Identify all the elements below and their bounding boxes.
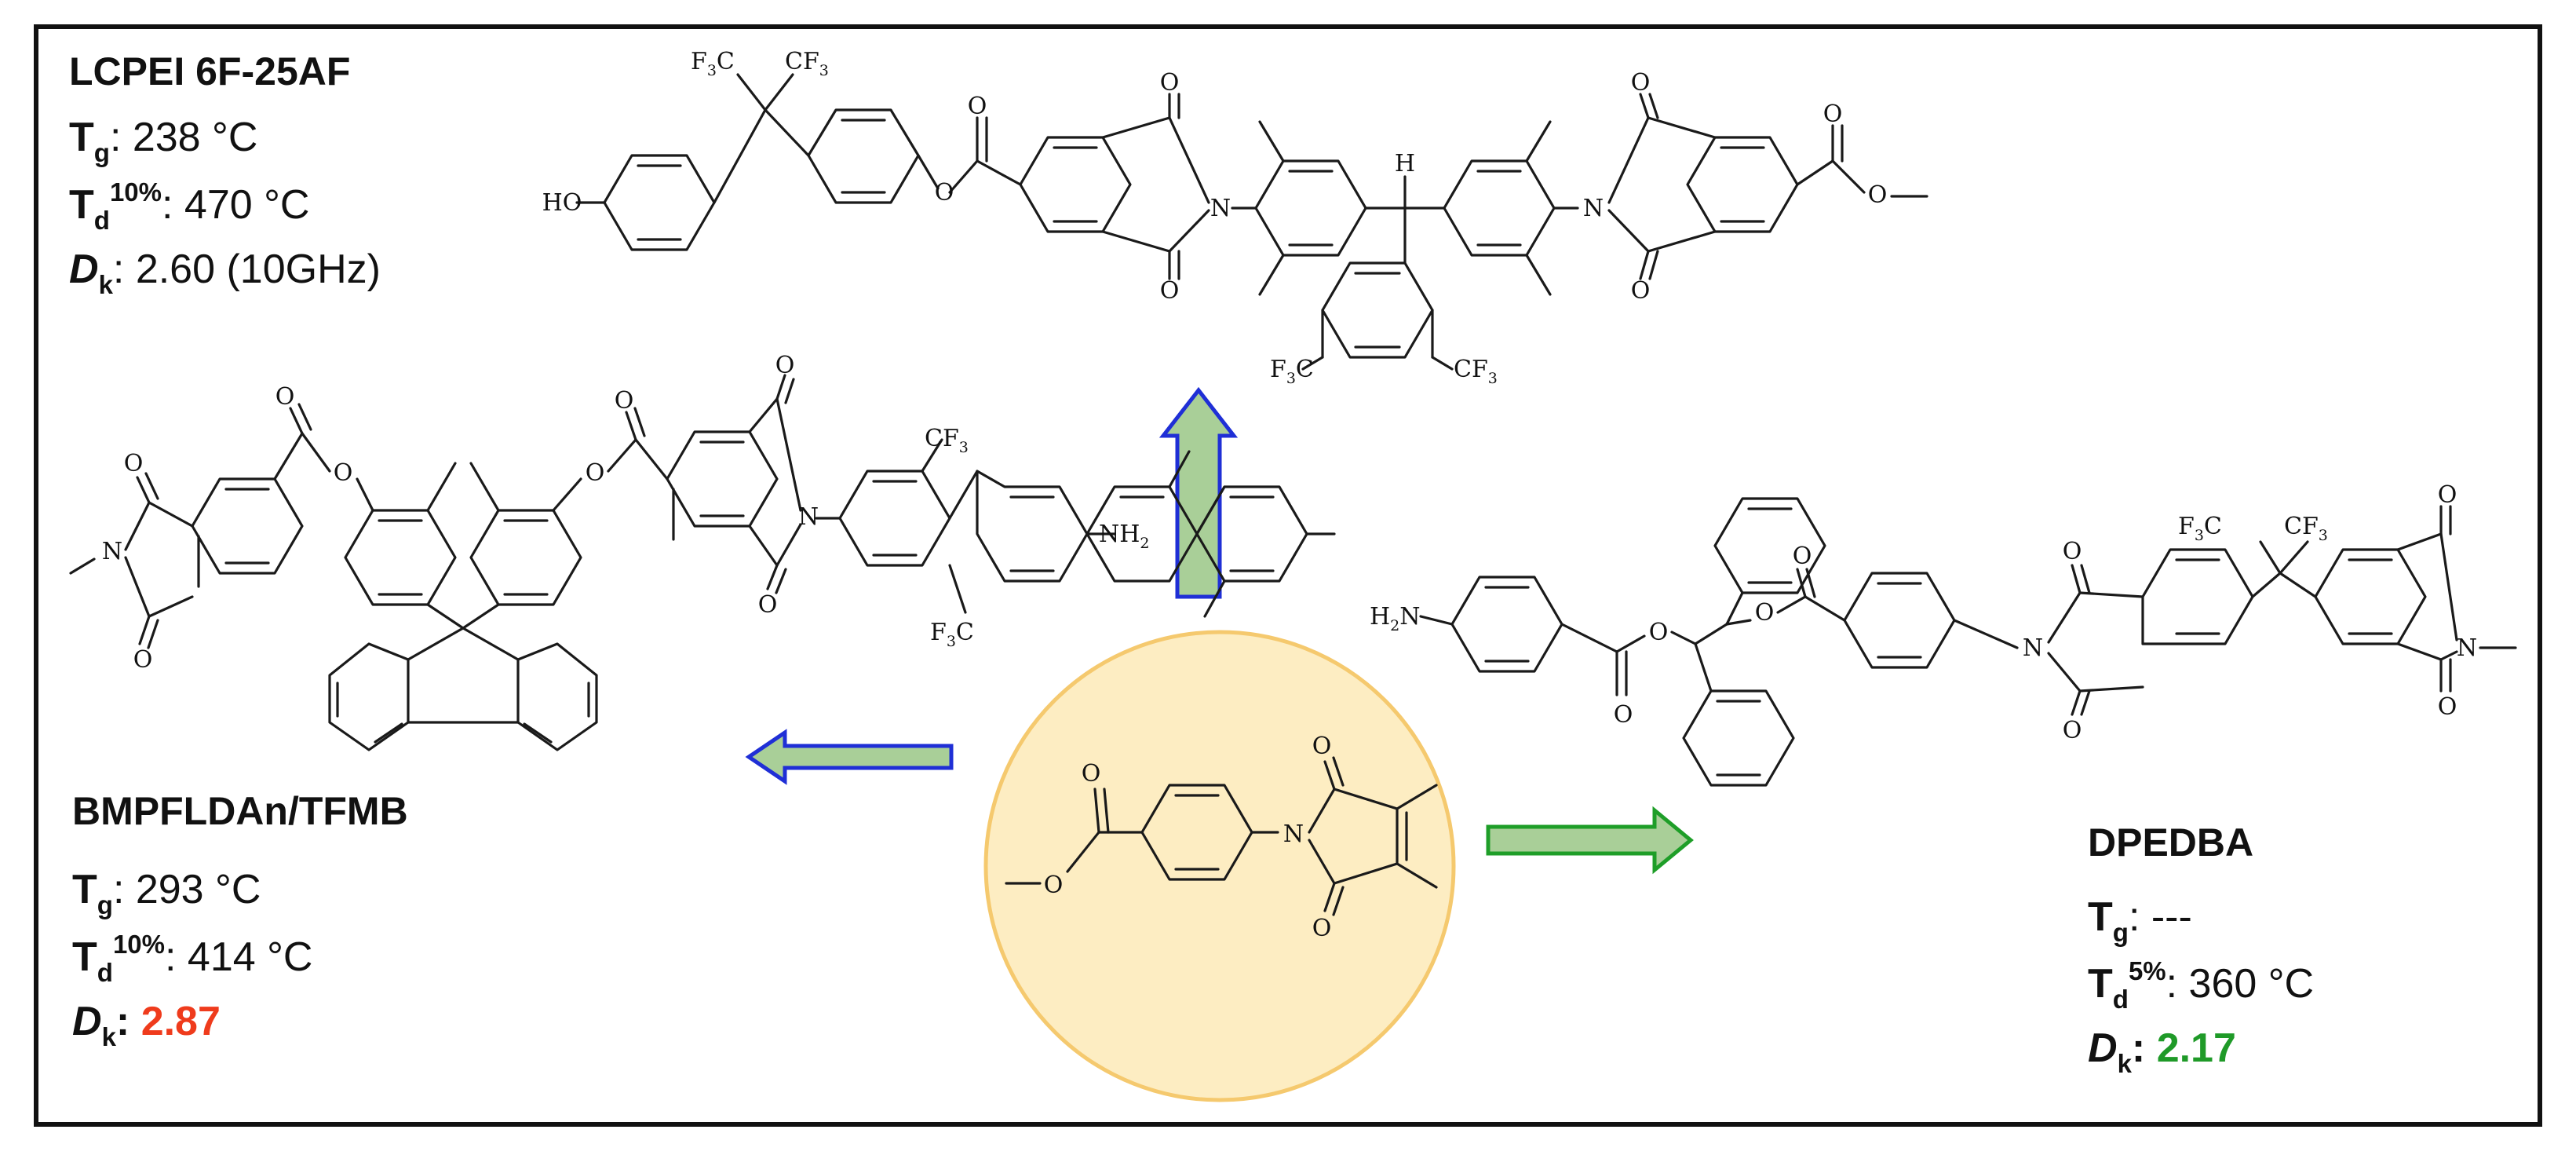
dpedba-imide-n1: N (2023, 634, 2043, 662)
bmpfldan-carbonyl-o2: O (615, 387, 634, 415)
lcpei-carbonyl-o1: O (968, 93, 987, 120)
dpedba-dk-value: 2.17 (2157, 1025, 2236, 1071)
dpedba-f3c: F3C (2178, 513, 2222, 544)
lcpei-carbonyl-o2: O (1823, 101, 1843, 128)
dpedba-imide-o1: O (2063, 538, 2082, 565)
dpedba-h2n: H2N (1370, 603, 1421, 634)
lcpei-dk: Dk: 2.60 (10GHz) (69, 247, 381, 299)
dpedba-carbonyl-o1: O (1614, 701, 1633, 729)
lcpei-imide-n2: N (1583, 195, 1604, 222)
lcpei-f3c-2: F3C (1270, 356, 1314, 387)
dpedba-ester-o1: O (1649, 619, 1669, 646)
bmpfldan-imide-o4: O (758, 591, 778, 619)
bmpfldan-f3c: F3C (930, 619, 974, 650)
arrow-right-to-dpedba (1486, 806, 1694, 875)
lcpei-name: LCPEI 6F-25AF (69, 49, 350, 93)
lcpei-imide-n1: N (1210, 195, 1231, 222)
lcpei-f3c: F3C (691, 48, 735, 79)
bmpfldan-imide-o1: O (124, 450, 144, 477)
core-monomer-structure (1005, 756, 1438, 916)
dpedba-tg: Tg: --- (2088, 894, 2192, 947)
dpedba-imide-o3: O (2438, 481, 2457, 509)
lcpei-ester-o1: O (935, 179, 954, 207)
dpedba-dk: Dk: 2.17 (2088, 1025, 2236, 1078)
bmpfldan-cf3: CF3 (925, 425, 969, 456)
bmpfldan-imide-o3: O (775, 352, 795, 379)
bmpfldan-dk-value: 2.87 (141, 999, 221, 1044)
bmpfldan-td: Td10%: 414 °C (72, 930, 312, 987)
bmpfldan-name: BMPFLDAn/TFMB (72, 789, 408, 833)
bmpfldan-ester-o2: O (586, 459, 605, 487)
dpedba-name: DPEDBA (2088, 821, 2253, 864)
lcpei-imide-o2: O (1160, 277, 1180, 305)
lcpei-ho: HO (542, 189, 582, 217)
bmpfldan-nh2: NH2 (1099, 521, 1150, 552)
lcpei-imide-o3: O (1631, 69, 1651, 97)
dpedba-ester-o2: O (1755, 599, 1775, 627)
bmpfldan-tg: Tg: 293 °C (72, 867, 261, 919)
figure-frame (34, 24, 2542, 1127)
lcpei-methine-h: H (1395, 150, 1415, 177)
bmpfldan-structure (69, 374, 1116, 649)
core-carbonyl-o: O (1082, 760, 1101, 788)
dpedba-imide-o4: O (2438, 693, 2457, 721)
lcpei-td: Td10%: 470 °C (69, 177, 309, 235)
dpedba-td: Td5%: 360 °C (2088, 956, 2314, 1014)
bmpfldan-ester-o1: O (334, 459, 353, 487)
bmpfldan-imide-n2: N (798, 503, 819, 531)
lcpei-cf3: CF3 (785, 48, 829, 79)
dpedba-imide-n2: N (2457, 634, 2477, 662)
lcpei-structure (575, 73, 1928, 371)
bmpfldan-dk: Dk: 2.87 (72, 999, 221, 1051)
lcpei-tg: Tg: 238 °C (69, 115, 257, 167)
core-ester-o: O (1044, 872, 1064, 899)
core-monomer-circle (983, 630, 1456, 1102)
bmpfldan-carbonyl-o1: O (275, 383, 295, 411)
dpedba-imide-o2: O (2063, 717, 2082, 744)
dpedba-structure (1419, 497, 2517, 787)
dpedba-carbonyl-o2: O (1793, 543, 1812, 570)
core-imide-o-bottom: O (1312, 915, 1332, 942)
core-imide-o-top: O (1312, 733, 1332, 760)
bmpfldan-imide-o2: O (133, 646, 153, 674)
bmpfldan-tfmb (1085, 450, 1336, 618)
lcpei-cf3-2: CF3 (1454, 356, 1498, 387)
lcpei-imide-o4: O (1631, 277, 1651, 305)
arrow-left-to-bmpfldan (745, 729, 954, 785)
arrow-up-to-lcpei (1158, 386, 1239, 599)
core-imide-n: N (1283, 821, 1304, 848)
bmpfldan-imide-n1: N (102, 538, 122, 565)
dpedba-cf3: CF3 (2284, 513, 2328, 544)
lcpei-imide-o1: O (1160, 69, 1180, 97)
bmpfldan-fluorene (328, 627, 598, 751)
lcpei-ester-o2: O (1868, 181, 1888, 209)
